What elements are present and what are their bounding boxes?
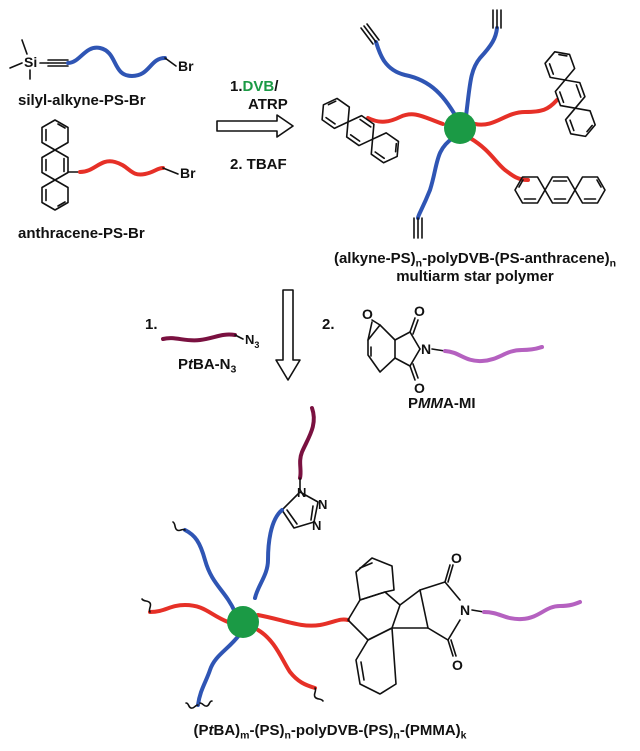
star-caption-line2: multiarm star polymer [396, 268, 554, 285]
final-j: k [460, 729, 467, 742]
step1-reagents: 1.DVB/ ATRP [230, 78, 288, 114]
final-i: -(PMMA) [399, 722, 461, 739]
multiarm-star-polymer [315, 9, 606, 239]
step2-num2: 2. [322, 316, 335, 333]
step1-arrow [216, 114, 294, 138]
triazole-n1: N [297, 485, 306, 500]
star-polymer-caption: (alkyne-PS)n-polyDVB-(PS-anthracene)n mu… [310, 250, 640, 286]
ptba-c: BA-N [193, 356, 231, 373]
final-b: t [208, 722, 214, 739]
anthracene-ps-br-structure: Br [41, 119, 196, 211]
dvb-label: DVB [242, 78, 275, 95]
ptba-b: t [188, 356, 194, 373]
br-atom-1: Br [178, 58, 194, 74]
final-h: n [393, 729, 400, 742]
carbonyl-o-top: O [414, 303, 425, 319]
step2-num1: 1. [145, 316, 158, 333]
carbonyl-o-bottom: O [414, 380, 425, 396]
final-d: m [240, 729, 250, 742]
ptba-d: 3 [230, 363, 237, 376]
star-caption-c: -polyDVB-(PS-anthracene) [422, 250, 610, 267]
final-a: (P [193, 722, 209, 739]
step1-num: 1. [230, 78, 243, 95]
ptba-a: P [178, 356, 189, 373]
final-c: BA) [213, 722, 241, 739]
si-atom: Si [24, 54, 37, 70]
final-product-caption: (PtBA)m-(PS)n-polyDVB-(PS)n-(PMMA)k [120, 722, 540, 742]
tbaf-label: 2. TBAF [230, 156, 287, 173]
imide-n-atom: N [421, 341, 431, 357]
pmma-c: A-MI [443, 395, 476, 412]
product-carbonyl-o-top: O [451, 550, 462, 566]
product-imide-n: N [460, 602, 470, 618]
triazole-n3: N [312, 518, 321, 533]
star-caption-a: (alkyne-PS) [333, 250, 416, 267]
atrp-label: ATRP [248, 96, 288, 113]
ptba-n3-label: PtBA-N3 [178, 356, 237, 376]
anthracene-ps-br-label: anthracene-PS-Br [18, 225, 145, 242]
br-atom-2: Br [180, 165, 196, 181]
product-carbonyl-o-bottom: O [452, 657, 463, 673]
star-caption-b: n [415, 257, 423, 270]
final-e: -(PS) [249, 722, 285, 739]
oxygen-bridge-atom: O [362, 306, 373, 322]
final-g: -polyDVB-(PS) [290, 722, 394, 739]
ptba-n3-structure: N3 [161, 332, 259, 350]
n3-atom: N3 [245, 332, 259, 350]
pmma-mi-structure: O O O N [362, 303, 544, 396]
pmma-mi-label: PMMA-MI [408, 395, 476, 412]
final-product: N N N O O N [141, 406, 582, 709]
pmma-a: P [408, 395, 419, 412]
silyl-alkyne-ps-br-label: silyl-alkyne-PS-Br [18, 92, 146, 109]
step1-slash: / [274, 78, 279, 95]
triazole-n2: N [318, 497, 327, 512]
star-caption-d: n [609, 257, 617, 270]
silyl-alkyne-ps-br-structure: Si Br [9, 39, 194, 80]
pmma-b: MM [418, 395, 444, 412]
final-f: n [284, 729, 291, 742]
step2-arrow [275, 289, 301, 381]
